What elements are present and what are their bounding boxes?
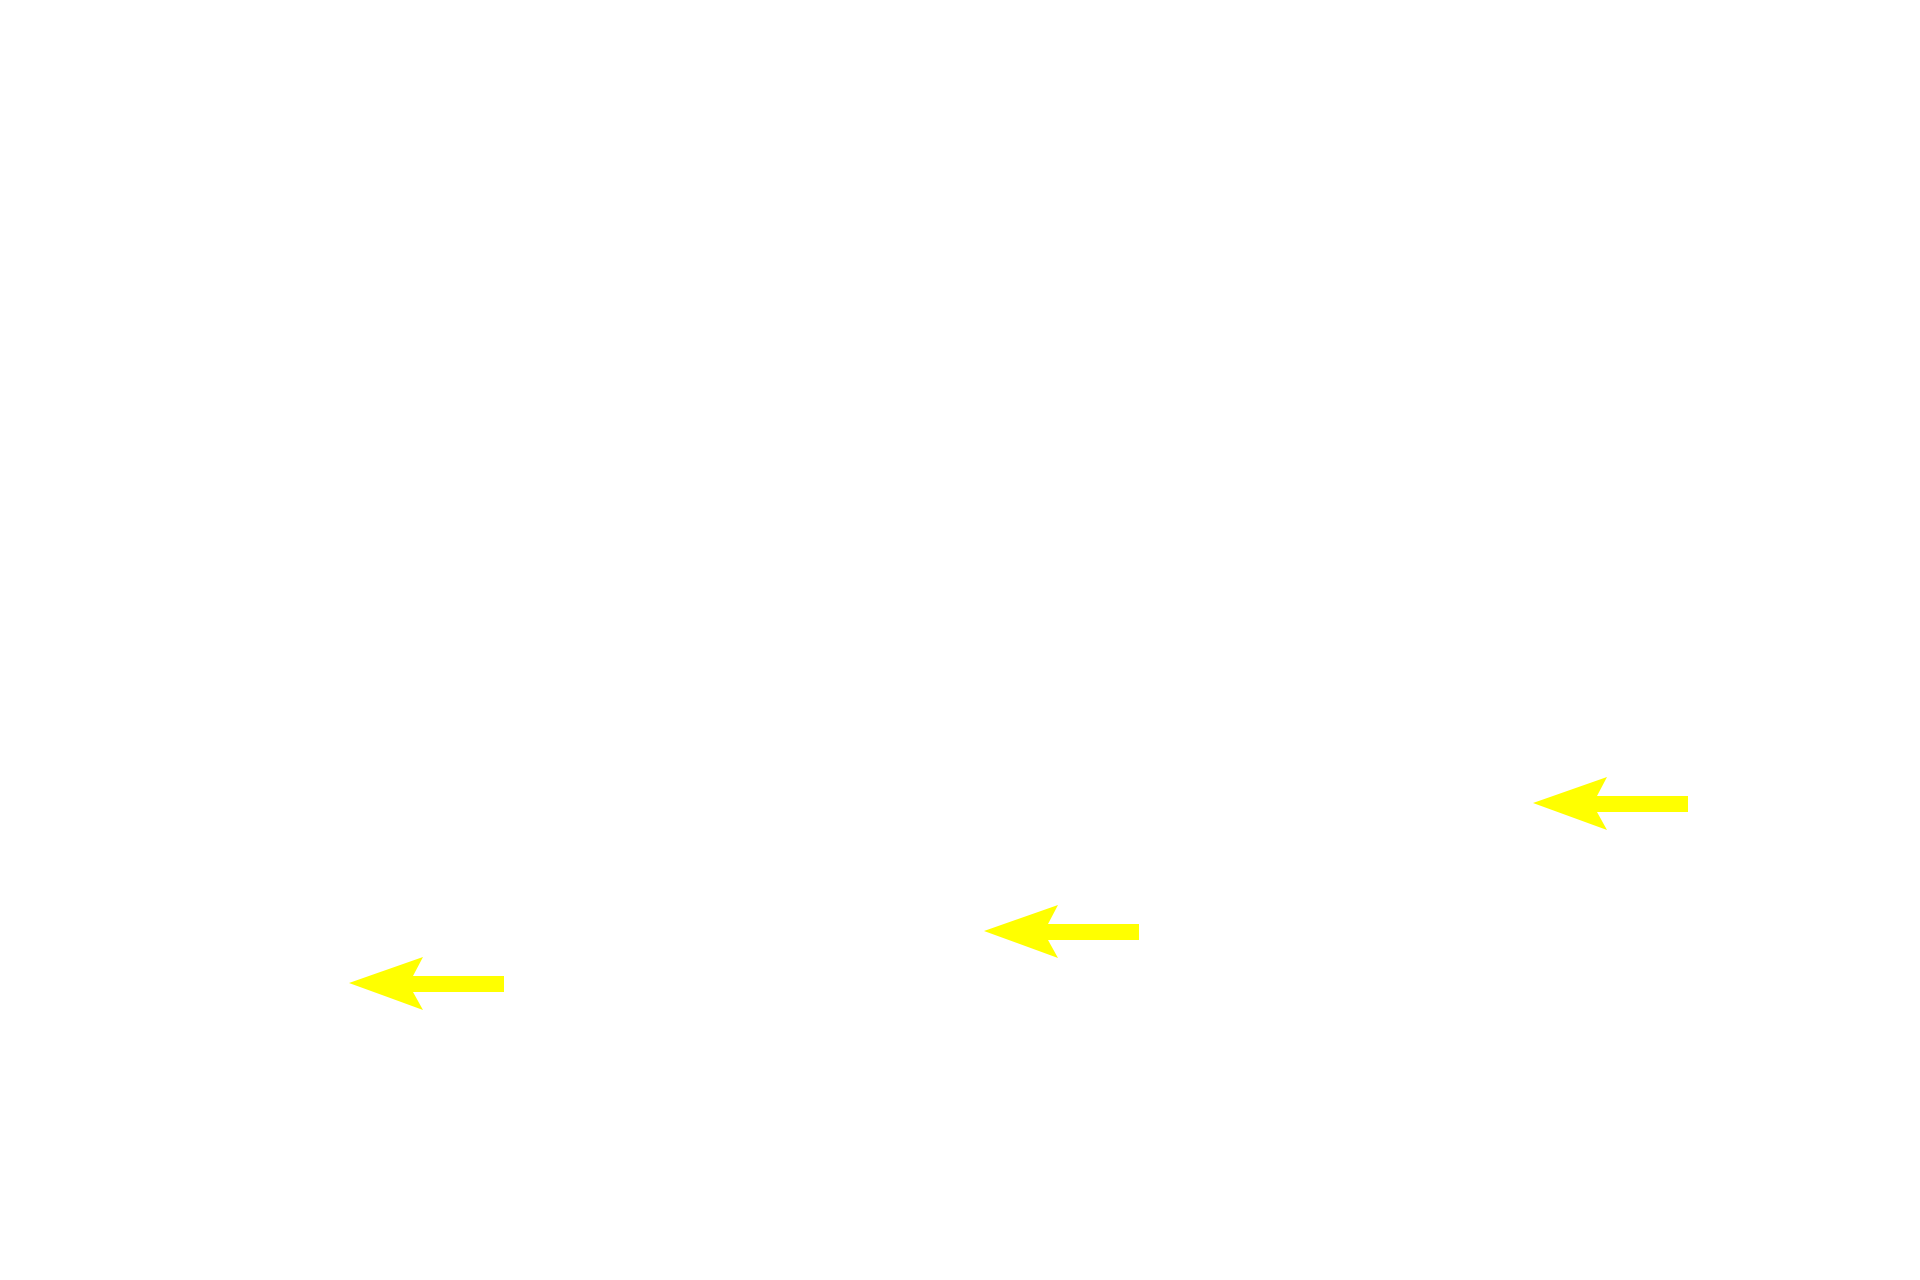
arrow-left-icon — [1533, 777, 1688, 830]
arrow-left-icon — [349, 957, 504, 1010]
arrow-left-icon — [984, 905, 1139, 958]
